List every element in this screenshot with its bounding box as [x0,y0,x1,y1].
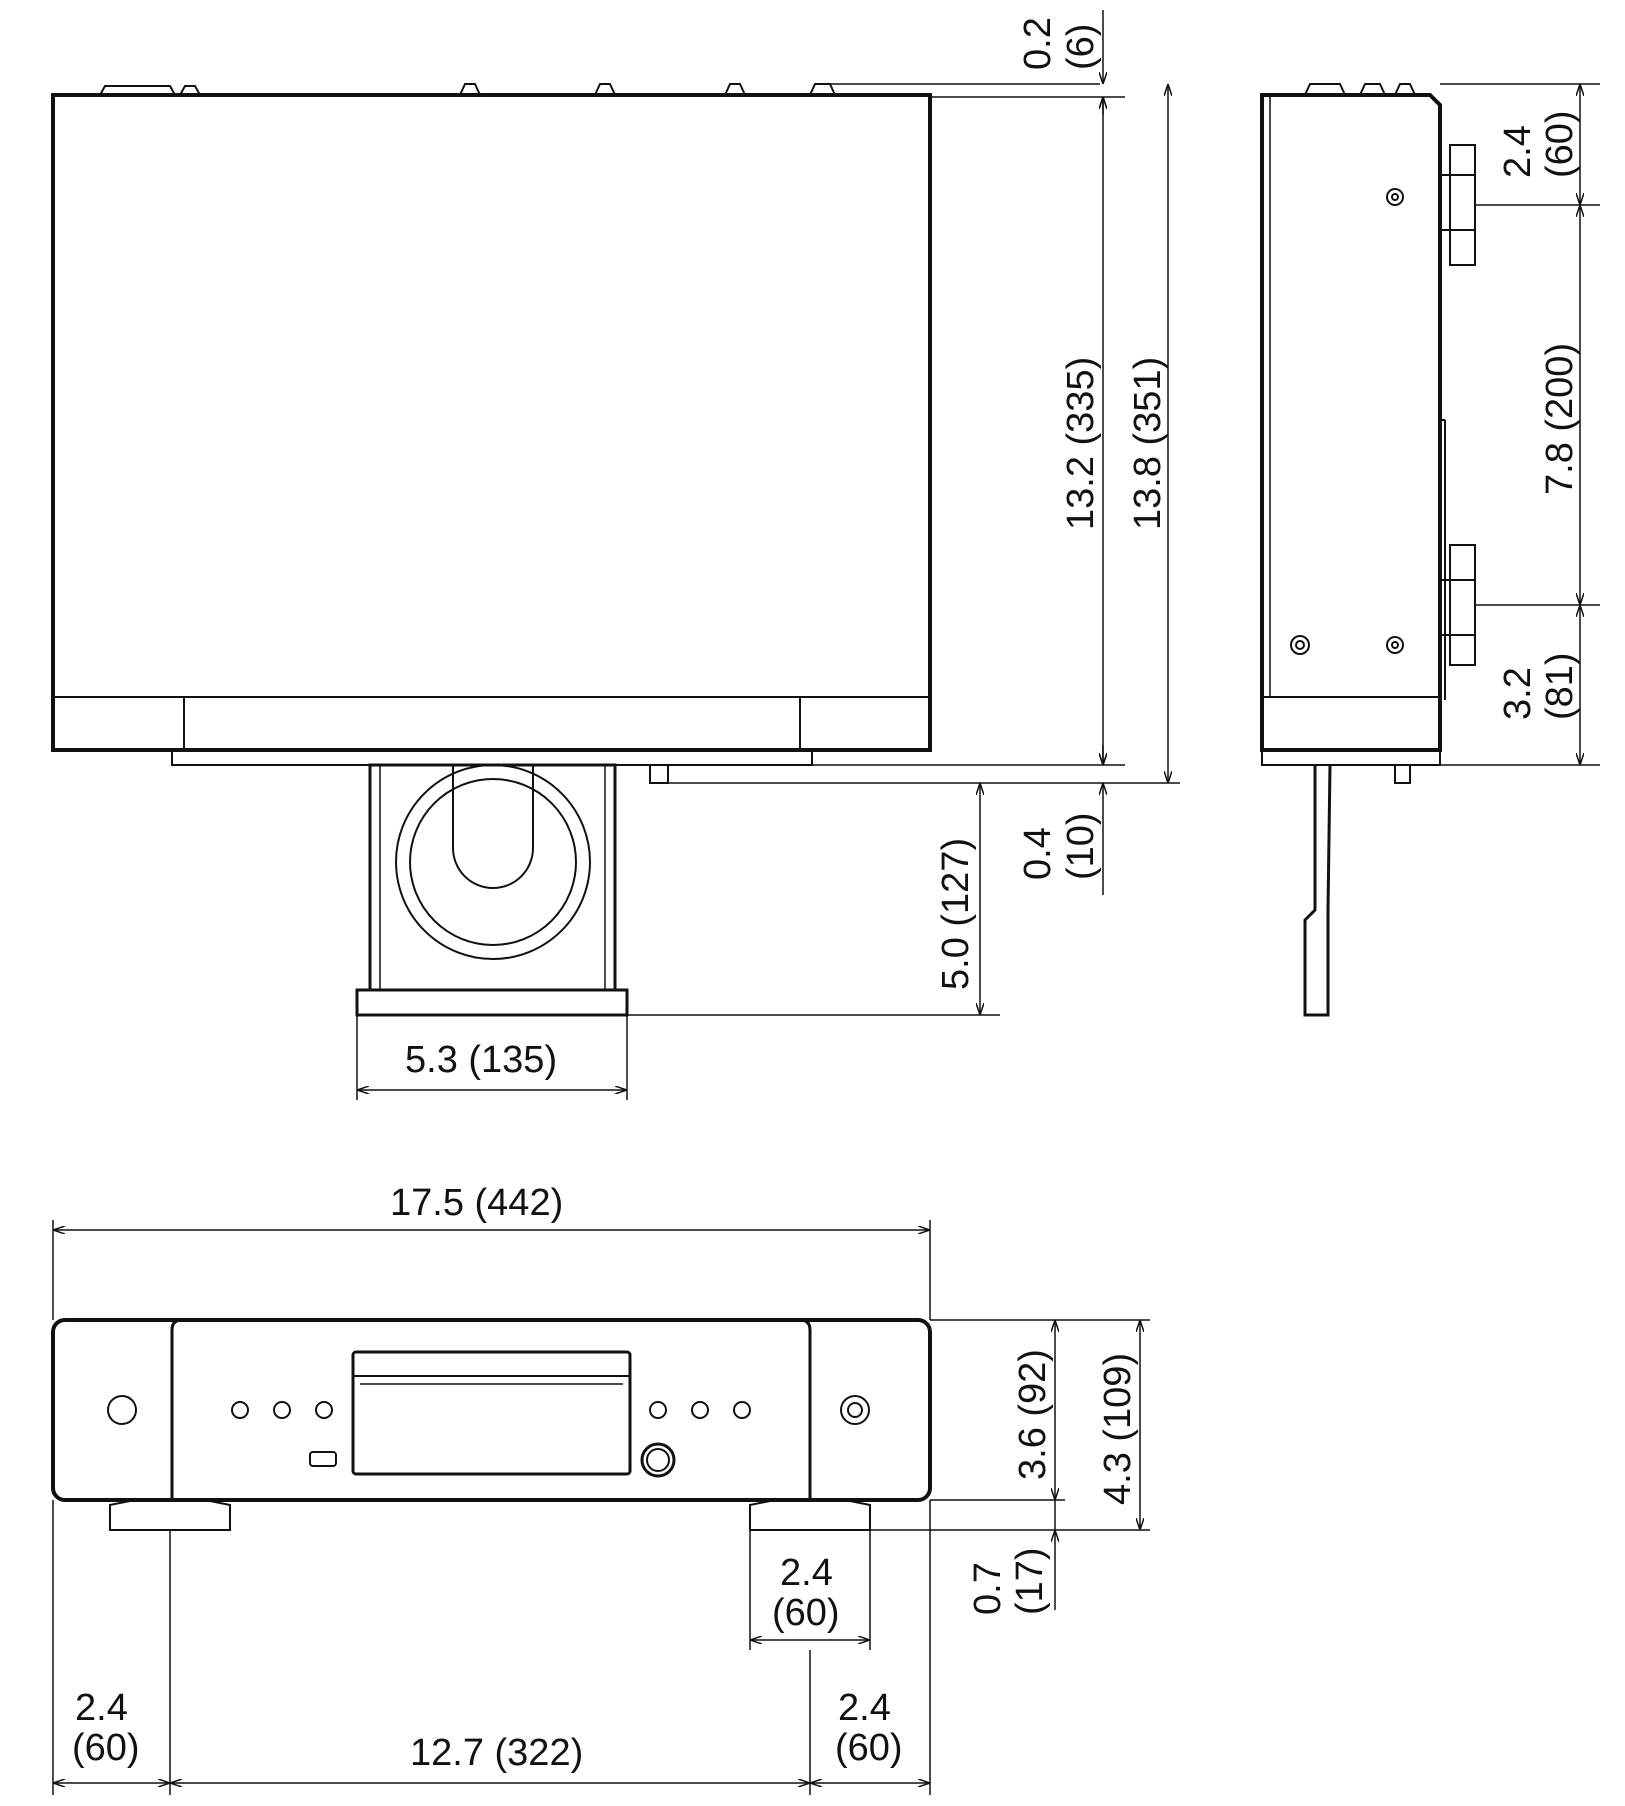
dim-right-inset-mm: (60) [835,1727,903,1769]
front-view [51,1318,932,1531]
top-view-body [51,93,932,752]
dim-depth-total: 13.8 (351) [1127,357,1169,530]
dim-height-total: 4.3 (109) [1097,1353,1139,1505]
volume-knob-icon [640,1442,676,1478]
dim-foot-spacing-side: 7.8 (200) [1539,343,1581,495]
side-view-body [1260,93,1442,752]
dim-foot-rear-mm: (60) [1539,110,1581,178]
top-view [51,83,932,1017]
dim-foot-front-in: 3.2 [1497,667,1539,720]
dim-foot-height-in: 0.7 [967,1562,1009,1615]
disc-tray [355,763,669,1017]
side-view [1260,83,1476,1017]
dim-right-inset-in: 2.4 [838,1687,891,1729]
dim-width: 17.5 (442) [390,1182,563,1224]
power-knob-icon [107,1395,137,1425]
side-view-dimensions: 2.4 (60) 7.8 (200) 3.2 (81) [1440,83,1600,766]
button-icon [315,1401,333,1419]
dim-foot-front-mm: (81) [1539,652,1581,720]
dim-tray-width: 5.3 (135) [405,1039,557,1081]
usb-port-icon [309,1451,337,1467]
button-icon [691,1401,709,1419]
dim-top-protrusion-in: 0.2 [1017,17,1059,70]
right-foot [749,1499,871,1531]
front-foot [1449,544,1476,666]
screw-icon [1386,188,1404,206]
dim-foot-height-mm: (17) [1009,1547,1051,1615]
dim-left-inset-in: 2.4 [75,1687,128,1729]
tray-slot [452,765,534,889]
rear-connectors [99,83,836,96]
headphone-jack-icon [840,1395,870,1425]
dim-foot-rear-in: 2.4 [1497,125,1539,178]
top-view-dimensions: 0.2 (6) 13.2 (335) 13.8 (351) 0.4 (10) 5… [356,10,1180,1100]
dim-foot-width-mm: (60) [772,1592,840,1634]
tray-side [1303,764,1332,1017]
dim-front-protrusion-in: 0.4 [1017,827,1059,880]
dim-depth-body: 13.2 (335) [1060,357,1102,530]
dim-height-body: 3.6 (92) [1012,1349,1054,1480]
button-icon [273,1401,291,1419]
button-icon [649,1401,667,1419]
dim-foot-spacing-front: 12.7 (322) [410,1732,583,1774]
dim-foot-width-in: 2.4 [780,1552,833,1594]
dim-left-inset-mm: (60) [72,1727,140,1769]
screw-icon [1290,635,1310,655]
left-foot [109,1499,231,1531]
button-icon [231,1401,249,1419]
front-view-dimensions: 17.5 (442) 3.6 (92) 4.3 (109) 0.7 (17) 2… [52,1182,1150,1795]
screw-icon [1386,636,1404,654]
rear-foot [1449,144,1476,266]
display-window [351,1350,632,1476]
dim-front-protrusion-mm: (10) [1060,812,1102,880]
button-icon [733,1401,751,1419]
dim-tray-depth: 5.0 (127) [935,838,977,990]
dim-top-protrusion-mm: (6) [1060,24,1102,70]
